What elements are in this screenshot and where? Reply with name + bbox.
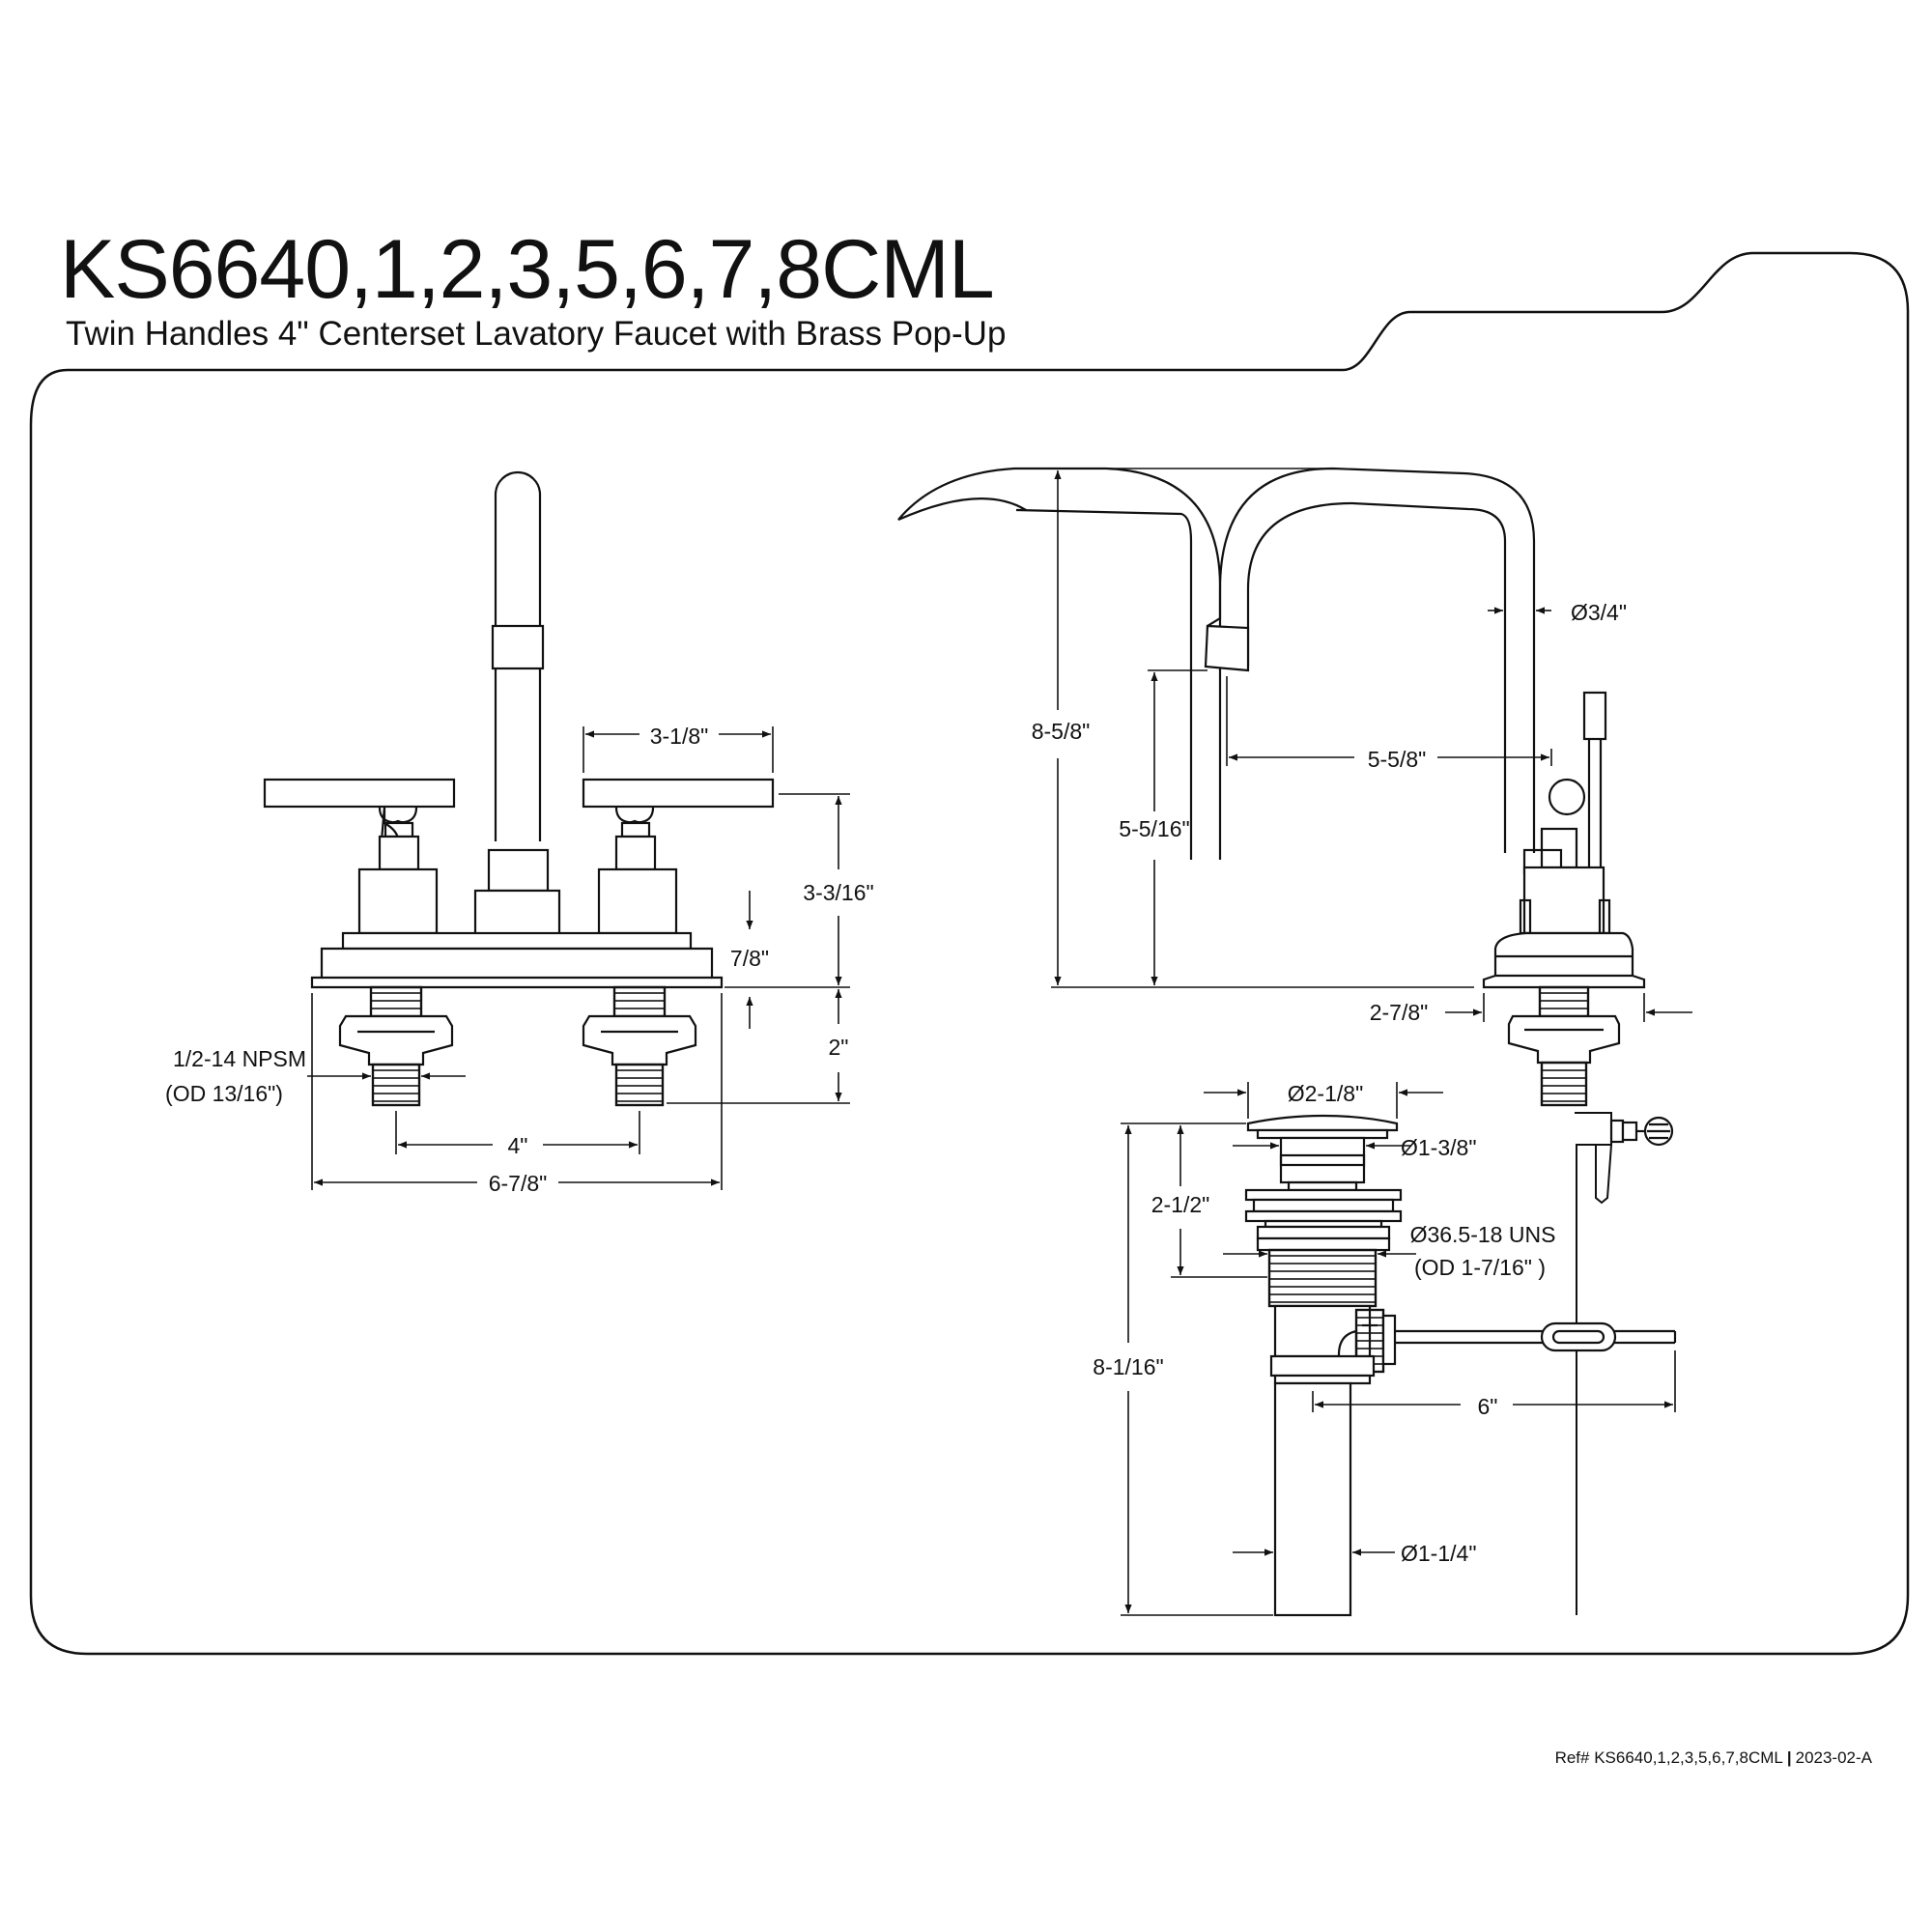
- dim-body-height: 2-1/2": [1151, 1192, 1210, 1217]
- dim-spout-clearance: 5-5/16": [1119, 816, 1189, 841]
- front-view-faucet: [263, 470, 775, 1107]
- side-view-labels: 8-5/8" Ø3/4" 5-5/8" 5-5/16" 2-7/8": [1032, 600, 1627, 1025]
- dim-height-above-deck: 3-3/16": [803, 880, 873, 905]
- product-description: Twin Handles 4" Centerset Lavatory Fauce…: [66, 315, 1007, 353]
- revision: 2023-02-A: [1795, 1748, 1872, 1767]
- dim-overall-height: 8-5/8": [1032, 719, 1091, 744]
- dim-rod-length: 6": [1478, 1394, 1498, 1419]
- dim-body-diameter: Ø1-3/8": [1401, 1135, 1476, 1160]
- dim-spout-reach: 5-5/8": [1368, 747, 1427, 772]
- dim-body-thread-od: (OD 1-7/16" ): [1414, 1255, 1546, 1280]
- dim-thread-od: (OD 13/16"): [165, 1081, 283, 1106]
- dim-base-height: 7/8": [730, 946, 769, 971]
- popup-drain-labels: Ø2-1/8" Ø1-3/8" 2-1/2" Ø36.5-18 UNS (OD …: [1093, 1081, 1555, 1566]
- front-view-labels: 3-1/8" 3-3/16" 7/8" 2" 1/2-14 NPSM (OD 1…: [165, 724, 874, 1196]
- reference-number: Ref# KS6640,1,2,3,5,6,7,8CML|2023-02-A: [1555, 1748, 1872, 1768]
- dim-flange-diameter: Ø2-1/8": [1288, 1081, 1363, 1106]
- dim-tailpiece-diameter: Ø1-1/4": [1401, 1541, 1476, 1566]
- ref-separator: |: [1786, 1748, 1792, 1767]
- dim-shank-length: 2": [829, 1035, 849, 1060]
- dim-base-depth: 2-7/8": [1370, 1000, 1429, 1025]
- ref-id: Ref# KS6640,1,2,3,5,6,7,8CML: [1554, 1748, 1783, 1767]
- dim-body-thread: Ø36.5-18 UNS: [1410, 1222, 1556, 1247]
- dim-drain-overall-height: 8-1/16": [1093, 1354, 1163, 1379]
- side-view-dimensions: [1051, 468, 1692, 1022]
- drawing-frame: [29, 251, 1910, 1656]
- front-view-dimensions: [307, 726, 850, 1190]
- dim-center-spacing: 4": [508, 1133, 528, 1158]
- popup-drain-assembly: [1244, 1114, 1677, 1617]
- dim-thread-spec: 1/2-14 NPSM: [173, 1046, 306, 1071]
- dim-spout-diameter: Ø3/4": [1571, 600, 1627, 625]
- dim-overall-width: 6-7/8": [489, 1171, 548, 1196]
- model-number-title: KS6640,1,2,3,5,6,7,8CML: [60, 223, 995, 316]
- dim-handle-spread: 3-1/8": [650, 724, 709, 749]
- side-view-faucet: [897, 467, 1674, 1615]
- popup-drain-dimensions: [1121, 1082, 1676, 1616]
